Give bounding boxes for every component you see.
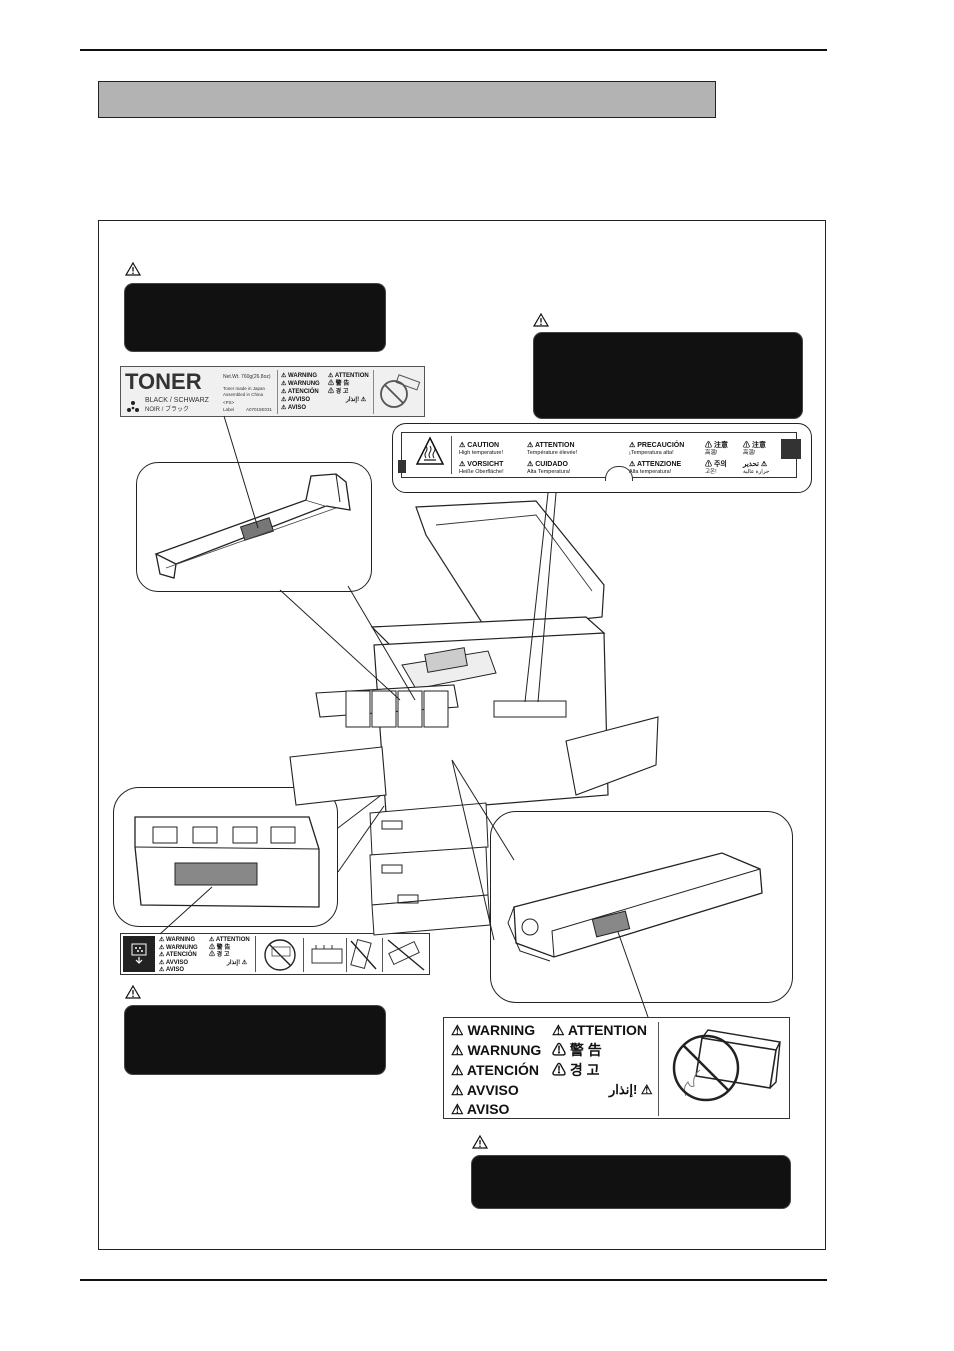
heat-warning-sub: Alta Temperatura! (527, 469, 571, 475)
warning-icon (124, 261, 142, 276)
drum-warning-text: ⚠ AVISO (451, 1101, 510, 1117)
toner-cartridge-label: TONER BLACK / SCHWARZ NOIR / ブラック Net.Wt… (120, 366, 425, 417)
heat-warning-title: ⚠ CAUTION (459, 442, 500, 449)
toner-warning-text: ⚠ WARNING (281, 373, 318, 379)
waste-warning-text: ⚠ AVVISO (159, 959, 189, 966)
heat-warning-title: ⚠ 주의 (705, 461, 727, 468)
no-incinerate-icon (380, 374, 421, 408)
heat-warning-sub: 高温! (705, 450, 718, 456)
drum-warning-text: ⚠ 경 고 (552, 1062, 600, 1078)
drum-warning-text: ⚠ WARNUNG (451, 1042, 542, 1058)
drum-unit-label: ⚠ WARNING ⚠ WARNUNG ⚠ ATENCIÓN ⚠ AVVISO … (443, 1017, 790, 1119)
heat-warning-title: ⚠ 注意 (705, 442, 728, 449)
section-heading-bar (98, 81, 716, 118)
toner-warning-text: ⚠ AVVISO (281, 397, 311, 403)
toner-net-weight: Net.Wt. 760g(26.8oz) (223, 374, 271, 380)
toner-code-label: Label (223, 407, 235, 412)
toner-code-mark: <PS> (223, 400, 235, 405)
heat-warning-title: ⚠ ATTENTION (527, 442, 575, 449)
toner-warning-text: ⚠ ATENCIÓN (281, 389, 319, 395)
waste-toner-label: ⚠ WARNING ⚠ WARNUNG ⚠ ATENCIÓN ⚠ AVVISO … (120, 933, 430, 975)
toner-warning-text: ⚠ 警 告 (328, 381, 350, 387)
heat-warning-sub: حرارة عالية (743, 469, 770, 475)
drum-warning-callout (471, 1155, 791, 1209)
heat-warning-title: ⚠ VORSICHT (459, 461, 504, 468)
drum-warning-text: إنذار! ⚠ (609, 1082, 653, 1097)
header-rule (80, 49, 827, 51)
waste-warning-text: ⚠ WARNING (159, 937, 196, 943)
toner-warning-callout (124, 283, 386, 352)
warning-icon (471, 1134, 489, 1149)
waste-handling-pictograms (264, 938, 425, 972)
toner-code-number: A07015E031 (246, 407, 273, 412)
waste-warning-text: إنذار! ⚠ (227, 959, 248, 966)
toner-assembly: Assembled in China (223, 392, 264, 397)
no-incinerate-icon (672, 1029, 782, 1102)
drum-unit-illustration (507, 852, 763, 962)
waste-toner-warning-callout (124, 1005, 386, 1075)
warning-icon (124, 984, 142, 999)
waste-warning-text: ⚠ 警 告 (209, 944, 231, 951)
waste-warning-text: ⚠ 경 고 (209, 952, 230, 958)
footer-rule (80, 1279, 827, 1281)
illustration-frame (98, 220, 826, 1250)
heat-warning-title: ⚠ ATTENZIONE (629, 461, 682, 468)
heat-warning-title: ⚠ CUIDADO (527, 461, 568, 468)
heat-warning-sub: 고온! (705, 469, 717, 475)
toner-origin: Toner made in Japan (223, 386, 266, 391)
toner-warning-text: ⚠ 경 고 (328, 389, 349, 395)
heat-warning-title: ⚠ 注意 (743, 442, 766, 449)
heat-warning-sub: Alta temperatura! (629, 469, 672, 475)
waste-toner-box-illustration (134, 816, 320, 908)
waste-warning-text: ⚠ AVISO (159, 967, 185, 973)
toner-cartridge-illustration (154, 473, 351, 579)
drum-warning-text: ⚠ ATTENTION (552, 1022, 647, 1038)
waste-warning-text: ⚠ WARNUNG (159, 944, 198, 951)
toner-warning-text: ⚠ ATTENTION (328, 373, 369, 379)
drum-warning-text: ⚠ WARNING (451, 1022, 536, 1038)
heat-warning-sub: Heiße Oberfläche! (459, 469, 504, 475)
drum-warning-text: ⚠ AVVISO (451, 1082, 519, 1098)
toner-color: BLACK / SCHWARZ (145, 397, 209, 404)
heat-warning-sub: ¡Temperatura alta! (629, 450, 674, 456)
waste-warning-text: ⚠ ATENCIÓN (159, 952, 197, 958)
drum-warning-text: ⚠ ATENCIÓN (451, 1062, 539, 1078)
toner-product-name: TONER (125, 369, 202, 394)
heat-warning-sub: 高温! (743, 450, 756, 456)
waste-box-icon (131, 943, 147, 964)
hot-surface-icon (415, 436, 445, 465)
toner-warning-text: ⚠ WARNUNG (281, 381, 320, 387)
heat-warning-sub: Température élevée! (527, 450, 578, 456)
toner-warning-text: إنذار! ⚠ (346, 397, 367, 403)
heat-warning-title: ⚠ PRECAUCIÓN (629, 442, 685, 449)
warning-icon (532, 312, 550, 327)
drum-warning-text: ⚠ 警 告 (552, 1042, 602, 1058)
waste-warning-text: ⚠ ATTENTION (209, 937, 250, 943)
heat-warning-sub: High temperature! (459, 450, 504, 456)
heat-warning-title: تحذير ⚠ (743, 461, 768, 468)
toner-dots-icon (127, 401, 139, 412)
toner-color-alt: NOIR / ブラック (145, 407, 190, 413)
copier-machine-illustration (289, 500, 659, 936)
fuser-heat-label: ⚠ CAUTION High temperature! ⚠ ATTENTION … (392, 423, 812, 493)
toner-warning-text: ⚠ AVISO (281, 405, 307, 411)
fuser-warning-callout (533, 332, 803, 419)
